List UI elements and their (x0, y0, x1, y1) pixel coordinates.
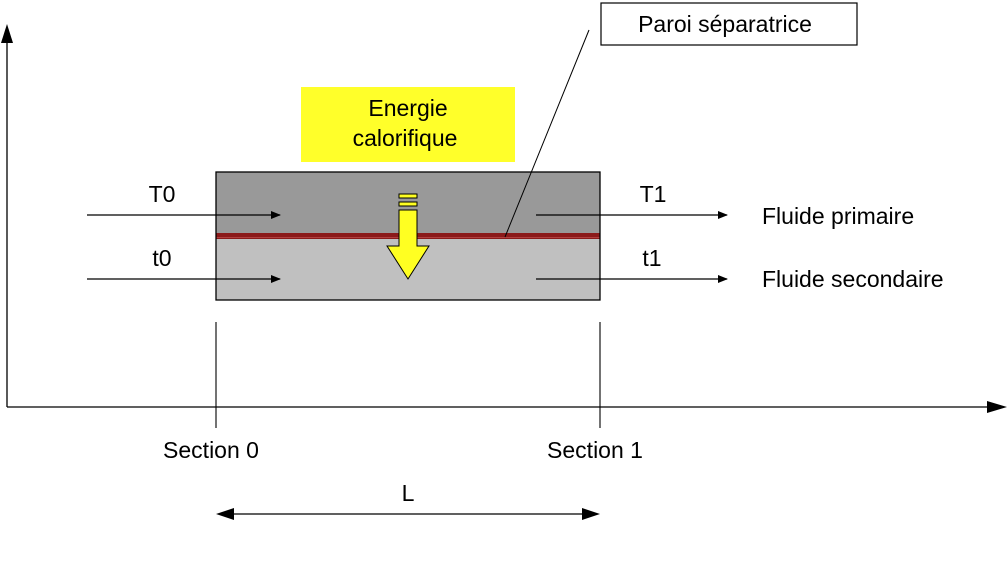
length-label: L (402, 480, 415, 506)
x-axis-arrowhead (987, 401, 1007, 413)
wall-callout-leader (504, 29, 590, 238)
section-0-label: Section 0 (163, 437, 259, 463)
primary-outlet-temp: T1 (640, 181, 667, 207)
secondary-fluid-label: Fluide secondaire (762, 266, 944, 292)
wall-callout-box (600, 2, 858, 46)
energy-label-line2: calorifique (353, 125, 458, 151)
y-axis-arrowhead (1, 24, 13, 43)
length-arrow-right-icon (582, 508, 600, 520)
secondary-inlet-temp: t0 (152, 245, 171, 271)
length-arrow-left-icon (216, 508, 234, 520)
exchanger-outline (215, 171, 601, 301)
secondary-outlet-temp: t1 (642, 245, 661, 271)
wall-callout-label: Paroi séparatrice (638, 11, 812, 37)
section-1-label: Section 1 (547, 437, 643, 463)
energy-label-line1: Energie (368, 95, 447, 121)
primary-fluid-label: Fluide primaire (762, 203, 914, 229)
energy-label-box (301, 87, 515, 162)
heat-flow-arrow-icon (386, 193, 430, 280)
primary-inlet-temp: T0 (149, 181, 176, 207)
